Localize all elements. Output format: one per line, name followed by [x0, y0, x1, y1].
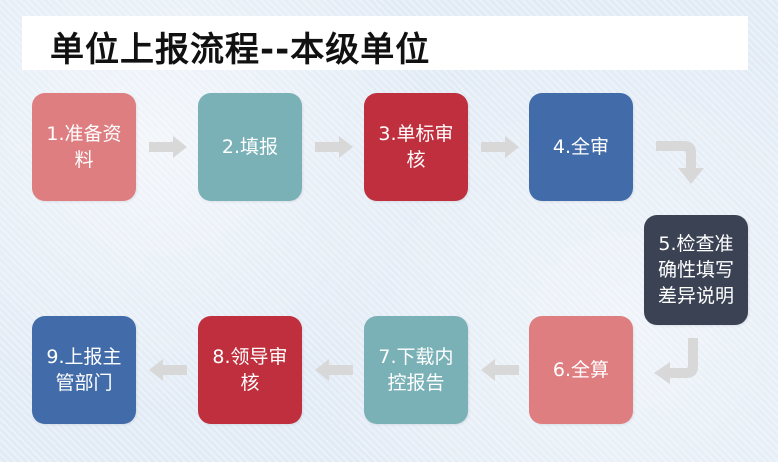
step-9-submit-department: 9.上报主管部门: [32, 316, 136, 424]
step-2-label: 2.填报: [221, 136, 279, 158]
step-3-single-review: 3.单标审核: [364, 93, 468, 201]
step-1-prepare-materials: 1.准备资料: [32, 93, 136, 201]
page-title: 单位上报流程--本级单位: [50, 30, 431, 70]
arrow-left-icon: [149, 359, 187, 381]
step-2-fill-report: 2.填报: [198, 93, 302, 201]
step-8-leader-review: 8.领导审核: [198, 316, 302, 424]
arrow-left-icon: [481, 359, 519, 381]
arrow-right-icon: [481, 136, 519, 158]
step-1-label: 1.准备资料: [46, 123, 122, 171]
step-8-label: 8.领导审核: [212, 346, 288, 394]
arrow-right-icon: [149, 136, 187, 158]
bent-arrow-left-icon: [654, 338, 698, 384]
step-7-download-report: 7.下载内控报告: [364, 316, 468, 424]
step-4-full-review: 4.全审: [529, 93, 633, 201]
step-5-check-accuracy: 5.检查准确性填写差异说明: [644, 215, 748, 325]
step-5-label: 5.检查准确性填写差异说明: [657, 233, 734, 307]
step-6-label: 6.全算: [552, 359, 610, 381]
bent-arrow-down-icon: [656, 141, 704, 184]
step-7-label: 7.下载内控报告: [378, 346, 454, 394]
title-bar: 单位上报流程--本级单位: [22, 16, 748, 70]
arrow-right-icon: [315, 136, 353, 158]
step-6-full-calc: 6.全算: [529, 316, 633, 424]
arrow-left-icon: [315, 359, 353, 381]
step-3-label: 3.单标审核: [378, 123, 454, 171]
step-9-label: 9.上报主管部门: [46, 346, 122, 394]
step-4-label: 4.全审: [552, 136, 610, 158]
